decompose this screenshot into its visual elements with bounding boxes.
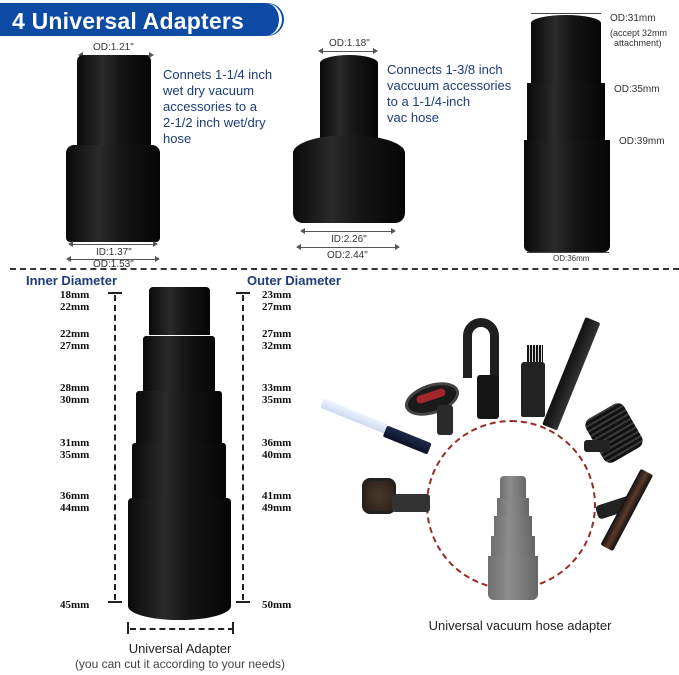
tick-mark [108, 292, 122, 294]
small-brush-body [521, 362, 545, 417]
adapter3-section-1 [531, 15, 601, 85]
round-brush-neck [392, 494, 430, 512]
grey-adapter-step-3 [494, 516, 532, 538]
adapter3-section-2 [527, 83, 605, 141]
adapter3-od1: OD:31mm [610, 13, 656, 24]
dust-brush-handle [382, 425, 432, 455]
adapter2-bottom-od: OD:2.44" [327, 250, 368, 261]
width-dashed-line [130, 628, 234, 630]
dimension-arrow [296, 244, 400, 250]
outer-size-group: 50mm [262, 599, 292, 611]
universal-step-5 [128, 498, 231, 620]
round-brush [362, 478, 396, 514]
dusting-brush-neck [584, 440, 610, 452]
dimension-arrow [318, 48, 378, 54]
tick-mark [232, 622, 234, 634]
tick-mark [127, 622, 129, 634]
tick-mark [236, 601, 250, 603]
tick-mark [236, 292, 250, 294]
dimension-line [527, 252, 609, 253]
grey-adapter-step-1 [500, 476, 526, 500]
universal-step-2 [143, 336, 215, 392]
small-brush-bristles [527, 345, 543, 363]
inner-size-group: 45mm [60, 599, 90, 611]
adapter1-top-body [77, 55, 151, 150]
section-divider [10, 268, 679, 270]
adapter2-base [293, 135, 405, 223]
inner-dashed-line [114, 295, 116, 600]
outer-dashed-line [242, 295, 244, 600]
adapter3-bottom-od: OD:36mm [553, 254, 590, 263]
dimension-line [531, 13, 601, 14]
adapter1-description: Connets 1-1/4 inch wet dry vacuum access… [163, 67, 273, 146]
outer-diameter-heading: Outer Diameter [247, 273, 341, 288]
dimension-arrow [300, 228, 396, 234]
universal-adapter-subcaption: (you can cut it according to your needs) [74, 657, 286, 671]
grey-adapter-step-4 [491, 536, 535, 558]
adapter1-top-od: OD:1.21" [93, 42, 134, 53]
crevice-tool [542, 317, 601, 431]
universal-step-1 [149, 287, 210, 335]
adapter3-od1-note: (accept 32mm attachment) [610, 28, 668, 48]
adapter1-id: ID:1.37" [96, 247, 132, 258]
accessories-caption: Universal vacuum hose adapter [428, 618, 612, 633]
inner-diameter-heading: Inner Diameter [26, 273, 118, 288]
adapter1-bottom-body [66, 145, 160, 242]
dimension-arrow [68, 241, 158, 247]
dust-brush-bristles [320, 398, 389, 434]
grey-adapter-step-5 [488, 556, 538, 600]
adapter2-id: ID:2.26" [331, 234, 367, 245]
tick-mark [108, 601, 122, 603]
universal-step-3 [136, 391, 222, 445]
title-banner: 4 Universal Adapters [0, 3, 282, 36]
adapter3-section-3 [524, 140, 610, 252]
dusting-brush [582, 400, 646, 466]
adapter3-od2: OD:35mm [614, 84, 660, 95]
dimension-arrow [66, 256, 160, 262]
banner-title: 4 Universal Adapters [12, 8, 244, 34]
upholstery-neck [437, 405, 453, 435]
adapter2-top-od: OD:1.18" [329, 38, 370, 49]
adapter2-stem [320, 55, 378, 145]
universal-step-4 [132, 443, 226, 499]
adapter3-od3: OD:39mm [619, 136, 665, 147]
grey-adapter-step-2 [497, 498, 529, 518]
universal-adapter-caption: Universal Adapter [128, 641, 232, 656]
adapter1-bottom-od: OD:1.53" [93, 259, 134, 270]
adapter2-description: Connects 1-3/8 inch vaccuum accessories … [387, 62, 512, 125]
flexible-crevice-loop [463, 318, 499, 378]
flexible-crevice-end [477, 375, 499, 419]
